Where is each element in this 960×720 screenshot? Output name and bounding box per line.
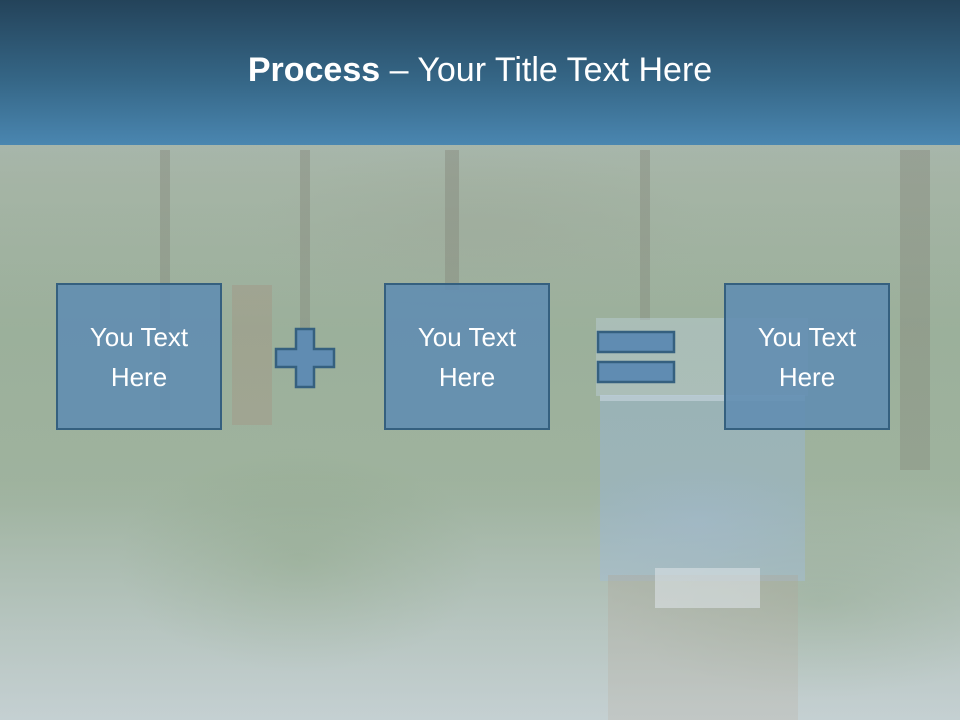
process-box-2-text: You Text Here bbox=[407, 317, 527, 397]
process-box-1-line1: You Text bbox=[89, 321, 189, 352]
process-box-2-line1: You Text bbox=[417, 321, 517, 352]
slide-title[interactable]: Process – Your Title Text Here bbox=[248, 51, 712, 90]
process-box-3-line1: You Text bbox=[757, 321, 857, 352]
process-box-3-text: You Text Here bbox=[747, 317, 867, 397]
equals-icon[interactable] bbox=[596, 330, 676, 386]
slide-title-bold: Process bbox=[247, 51, 381, 89]
process-box-2-line2: Here bbox=[438, 361, 496, 392]
plus-icon[interactable] bbox=[274, 327, 336, 389]
process-box-1-text: You Text Here bbox=[79, 317, 199, 397]
title-bar: Process – Your Title Text Here bbox=[0, 0, 960, 145]
process-box-3-line2: Here bbox=[778, 361, 836, 392]
process-box-1[interactable]: You Text Here bbox=[56, 283, 222, 430]
process-box-1-line2: Here bbox=[110, 361, 168, 392]
slide-title-rest: – Your Title Text Here bbox=[380, 51, 713, 89]
process-box-3[interactable]: You Text Here bbox=[724, 283, 890, 430]
process-box-2[interactable]: You Text Here bbox=[384, 283, 550, 430]
